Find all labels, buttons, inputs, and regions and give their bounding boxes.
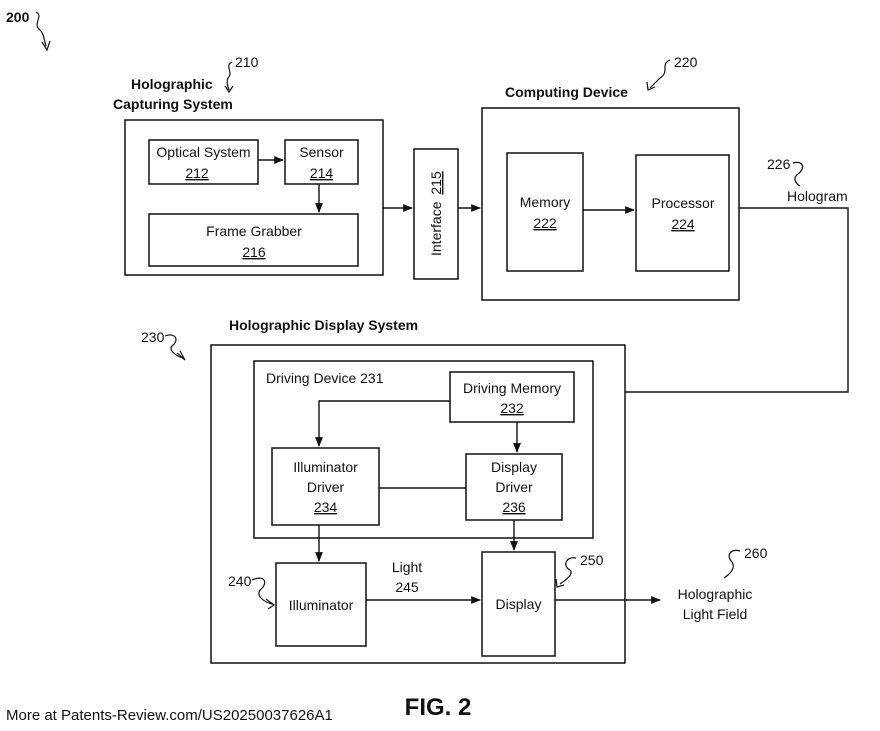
capture-title-line2: Capturing System: [113, 96, 233, 112]
display-ref-250: 250: [580, 552, 604, 568]
computing-ref-220: 220: [674, 54, 698, 70]
display-system-ref-230: 230: [141, 329, 165, 345]
hologram-ref-leader: [793, 162, 803, 186]
light-label: Light: [392, 559, 422, 575]
optical-system-num: 212: [185, 165, 209, 181]
display-driver-num: 236: [502, 499, 526, 515]
source-footer: More at Patents-Review.com/US20250037626…: [6, 707, 333, 724]
memory-box: [507, 153, 583, 271]
figure-ref-200: 200: [6, 9, 30, 25]
capture-ref-leader: [227, 62, 232, 90]
sensor-label: Sensor: [299, 144, 344, 160]
light-field-label-line2: Light Field: [683, 606, 748, 622]
computing-ref-leader-head: [647, 82, 655, 90]
display-driver-label-line1: Display: [491, 459, 537, 475]
illuminator-driver-label-line1: Illuminator: [293, 459, 358, 475]
illuminator-driver-label-line2: Driver: [307, 479, 345, 495]
hologram-label: Hologram: [787, 188, 848, 204]
light-field-ref-260: 260: [744, 545, 768, 561]
processor-label: Processor: [651, 195, 714, 211]
illuminator-ref-240: 240: [228, 573, 252, 589]
interface-label: Interface 215: [428, 171, 444, 256]
driving-device-label: Driving Device 231: [266, 370, 384, 386]
driving-memory-num: 232: [500, 400, 524, 416]
optical-system-label: Optical System: [156, 144, 250, 160]
frame-grabber-label: Frame Grabber: [206, 223, 302, 239]
display-system-ref-leader: [165, 335, 183, 358]
figure-ref-leader: [36, 12, 46, 46]
light-field-ref-leader: [724, 550, 740, 578]
frame-grabber-num: 216: [242, 244, 266, 260]
capture-ref-210: 210: [235, 54, 259, 70]
sensor-num: 214: [310, 165, 334, 181]
figure-caption: FIG. 2: [405, 694, 472, 721]
light-num: 245: [395, 579, 419, 595]
capture-title-line1: Holographic: [131, 76, 213, 92]
memory-label: Memory: [520, 194, 571, 210]
illuminator-driver-num: 234: [314, 499, 338, 515]
light-field-label-line1: Holographic: [678, 586, 753, 602]
computing-ref-leader: [650, 60, 670, 88]
display-driver-label-line2: Driver: [495, 479, 533, 495]
driving-memory-label: Driving Memory: [463, 380, 561, 396]
computing-title: Computing Device: [505, 84, 628, 100]
display-system-title: Holographic Display System: [229, 317, 418, 333]
illuminator-label: Illuminator: [289, 597, 354, 613]
display-label: Display: [496, 596, 542, 612]
memory-num: 222: [533, 215, 557, 231]
hologram-ref-226: 226: [767, 156, 791, 172]
processor-box: [636, 155, 729, 271]
processor-num: 224: [671, 216, 695, 232]
